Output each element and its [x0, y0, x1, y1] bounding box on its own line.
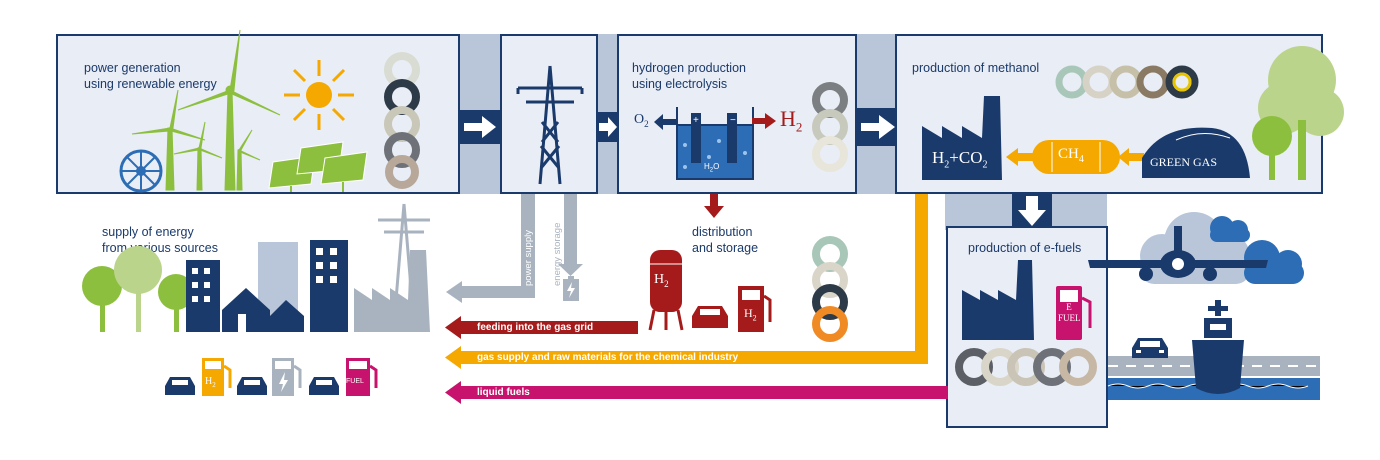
gas-supply-vertical — [915, 194, 928, 364]
flow-arrow-icon — [596, 112, 620, 142]
factory-icon — [922, 96, 1002, 180]
h2-co2-formula: H2+CO2 — [932, 148, 988, 171]
power-generation-title: power generation using renewable energy — [84, 61, 217, 91]
right-arrow-icon — [752, 113, 776, 129]
car-icon — [309, 377, 339, 395]
flow-arrow-icon — [855, 108, 901, 146]
methane-capsule-icon — [1032, 140, 1120, 174]
ch4-label: CH4 — [1058, 146, 1084, 165]
left-arrowhead-icon — [445, 346, 461, 369]
supply-title: supply of energy from various sources — [102, 225, 219, 255]
down-arrow-icon — [1012, 192, 1052, 230]
wind-turbines-icon — [131, 29, 281, 191]
gasket-stack-icon — [384, 52, 420, 189]
liquid-fuels-label: liquid fuels — [477, 387, 530, 398]
biogas-dome-icon — [1142, 127, 1250, 178]
city-skyline-icon — [82, 203, 430, 332]
car-icon — [692, 306, 728, 328]
gas-grid-flow — [460, 321, 638, 334]
liquid-fuels-flow — [460, 386, 948, 399]
ship-icon — [1192, 300, 1244, 394]
pump-label: H2 — [744, 306, 757, 323]
efuels-title: production of e-fuels — [968, 241, 1082, 255]
hydrogen-pump-icon — [202, 358, 232, 396]
efuel-pump-icon — [1056, 286, 1092, 340]
energy-storage-flow — [564, 194, 577, 266]
methanol-title: production of methanol — [912, 61, 1040, 75]
svg-text:−: − — [730, 115, 736, 126]
airplane-icon — [1088, 226, 1268, 281]
tree-icon — [1252, 46, 1344, 180]
left-arrow-icon — [1118, 148, 1144, 166]
left-arrow-icon — [1006, 148, 1034, 166]
gas-supply-flow — [460, 351, 928, 364]
charging-station-icon — [272, 358, 302, 396]
water-wheel-icon — [119, 149, 163, 193]
gasket-row-icon — [955, 348, 1097, 386]
car-icon — [1132, 338, 1168, 358]
flow-arrow-icon — [458, 110, 502, 144]
battery-icon — [563, 276, 579, 301]
distribution-title: distribution and storage — [692, 225, 759, 255]
gasket-row-icon — [1055, 65, 1199, 99]
factory-icon — [962, 260, 1034, 340]
electrolysis-tank-icon: + − — [676, 107, 754, 180]
left-arrow-icon — [654, 114, 676, 130]
power-supply-horizontal — [460, 286, 535, 298]
fuel-pump-label: FUEL — [346, 378, 364, 385]
hydrogen-production-title: hydrogen production using electrolysis — [632, 61, 746, 91]
h2-pump-label: H2 — [205, 376, 216, 389]
tank-label: H2 — [654, 272, 669, 289]
left-arrowhead-icon — [445, 381, 461, 404]
power-supply-flow — [521, 194, 535, 294]
hydrogen-tank-icon — [648, 250, 684, 331]
oxygen-label: O2 — [634, 112, 649, 129]
gas-grid-label: feeding into the gas grid — [477, 322, 594, 333]
down-arrow-icon — [704, 194, 724, 218]
water-label: H2O — [704, 162, 720, 174]
power-tower-icon — [516, 65, 584, 185]
gasket-stack-icon — [812, 236, 848, 342]
fuel-pump-icon — [346, 358, 378, 396]
left-arrowhead-icon — [445, 316, 461, 339]
green-gas-label: GREEN GAS — [1150, 155, 1218, 169]
svg-text:+: + — [693, 115, 699, 126]
left-arrowhead-icon — [446, 281, 462, 303]
power-supply-label: power supply — [523, 230, 534, 286]
gasket-stack-icon — [812, 82, 848, 172]
sun-icon — [284, 60, 354, 130]
hydrogen-label: H2 — [780, 106, 803, 135]
solar-panels-icon — [268, 141, 368, 192]
fuel-pump-icon — [738, 286, 772, 332]
car-icon — [237, 377, 267, 395]
car-icon — [165, 377, 195, 395]
gas-supply-label: gas supply and raw materials for the che… — [477, 352, 739, 363]
down-arrowhead-icon — [558, 264, 583, 276]
